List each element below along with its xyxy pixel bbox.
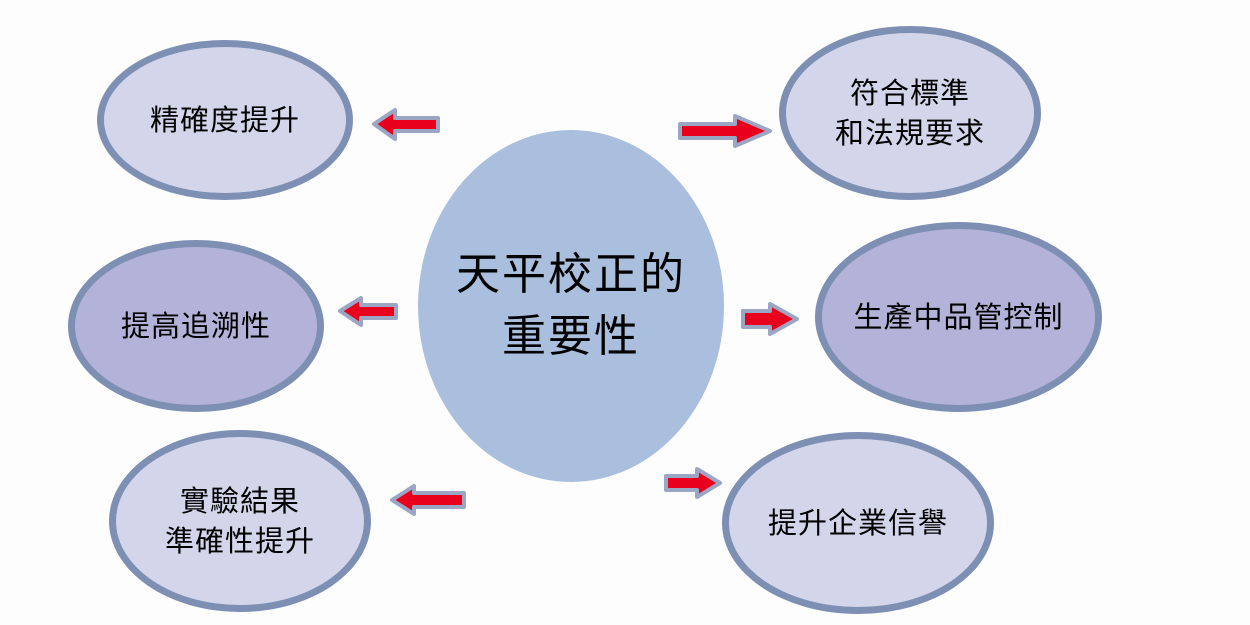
- node-experiment-line-2: 準確性提升: [164, 524, 315, 558]
- node-precision: 精確度提升: [97, 40, 353, 200]
- node-production-qc-label: 生產中品管控制: [853, 299, 1064, 334]
- arrow-to-traceability: [338, 296, 398, 327]
- arrow-to-precision: [372, 108, 440, 141]
- node-compliance-line-2: 和法規要求: [834, 116, 985, 150]
- center-line-2: 重要性: [502, 311, 640, 362]
- node-production-qc: 生產中品管控制: [815, 222, 1102, 412]
- arrow-to-compliance: [678, 114, 772, 148]
- center-ellipse: 天平校正的 重要性: [418, 130, 724, 482]
- arrow-to-production-qc: [741, 302, 799, 336]
- node-reputation-label: 提升企業信譽: [767, 505, 948, 540]
- arrow-to-experiment: [390, 484, 466, 516]
- node-compliance: 符合標準 和法規要求: [779, 26, 1041, 200]
- node-precision-label: 精確度提升: [149, 102, 300, 137]
- node-traceability: 提高追溯性: [68, 240, 324, 412]
- node-reputation: 提升企業信譽: [722, 432, 994, 614]
- node-experiment: 實驗結果 準確性提升: [109, 430, 371, 612]
- arrow-to-reputation: [664, 467, 722, 499]
- center-line-1: 天平校正的: [456, 248, 686, 300]
- node-traceability-label: 提高追溯性: [120, 308, 271, 343]
- node-experiment-line-1: 實驗結果: [179, 483, 300, 518]
- node-compliance-line-1: 符合標準: [849, 75, 970, 110]
